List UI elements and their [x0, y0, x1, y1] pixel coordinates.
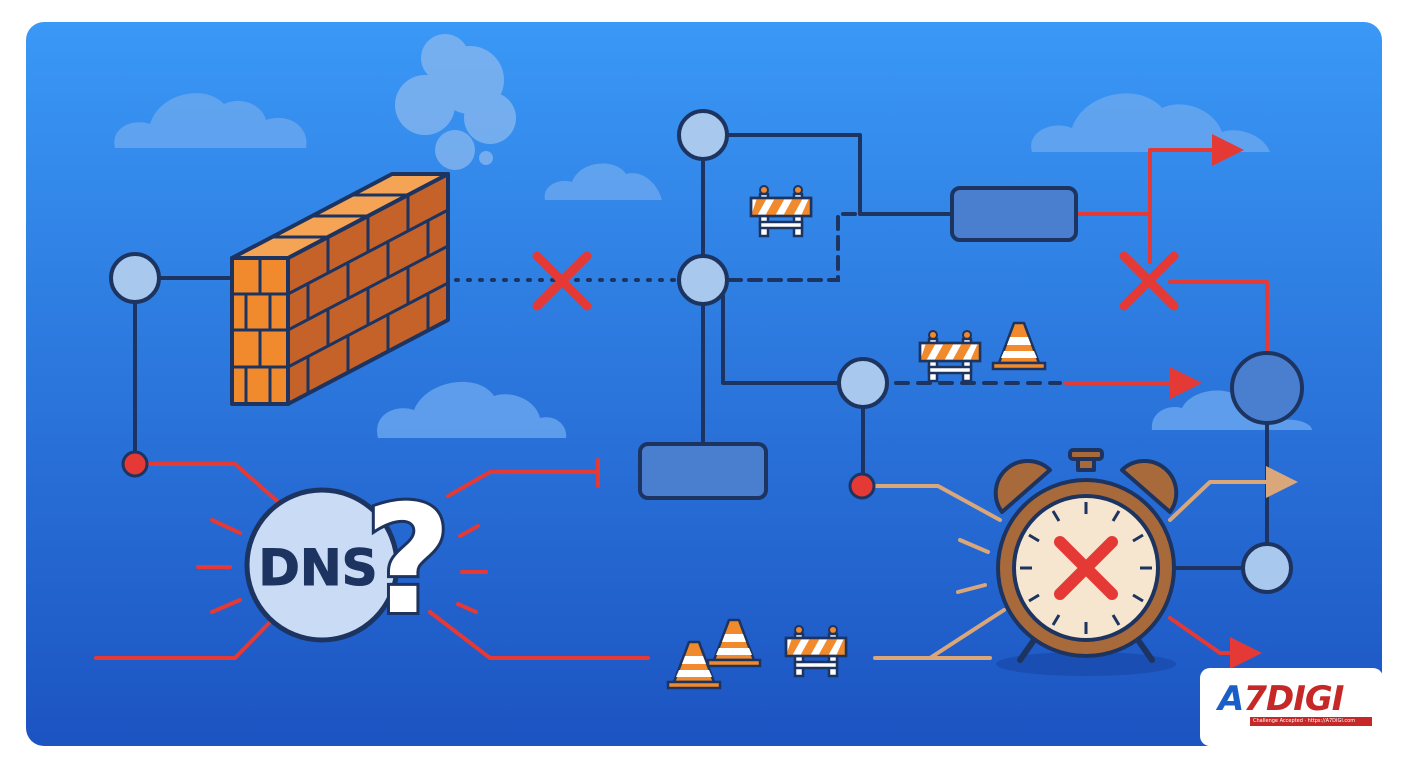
failed-route: [1168, 280, 1269, 354]
failure-x-icon: [532, 251, 592, 311]
network-node: [677, 254, 729, 306]
brand-letter-a: A: [1218, 679, 1244, 719]
failed-route: [94, 620, 272, 660]
timeout-ray: [956, 583, 987, 594]
network-node: [677, 109, 729, 161]
alarm-clock-timeout-icon: [993, 448, 1179, 676]
failed-route: [428, 610, 650, 660]
timeout-route: [1168, 466, 1298, 522]
network-link: [727, 133, 954, 216]
dashed-link: [727, 212, 860, 282]
server-box: [950, 186, 1078, 242]
failed-route: [446, 470, 599, 498]
server-box: [638, 442, 768, 500]
failed-route: [1168, 616, 1262, 669]
timeout-ray: [958, 538, 990, 554]
question-mark-icon: ?: [364, 474, 451, 648]
network-node: [109, 252, 161, 304]
network-node: [1230, 351, 1304, 425]
brand-tagline: Challenge Accepted · https://A7DIGI.com: [1250, 717, 1372, 726]
network-node: [837, 357, 889, 409]
failed-route: [146, 462, 287, 510]
cloud-icon: [114, 93, 1312, 438]
dns-signal-ray: [196, 518, 488, 614]
brand-logo: A7DIGI Challenge Accepted · https://A7DI…: [1200, 668, 1383, 746]
dns-bubble: [244, 487, 400, 643]
firewall-brick-icon: [230, 172, 450, 406]
timeout-route: [874, 484, 1002, 522]
smoke-puff: [395, 34, 516, 170]
brand-wordmark: A7DIGI: [1218, 679, 1344, 719]
failed-route: [1148, 134, 1244, 264]
error-node: [848, 472, 876, 500]
brand-letters: 7DIGI: [1243, 679, 1344, 719]
network-node: [1241, 542, 1293, 594]
dns-label: DNS: [258, 539, 377, 597]
error-node: [121, 450, 149, 478]
failure-x-icon: [1119, 251, 1179, 311]
network-link: [721, 294, 840, 385]
timeout-route: [928, 608, 1006, 660]
